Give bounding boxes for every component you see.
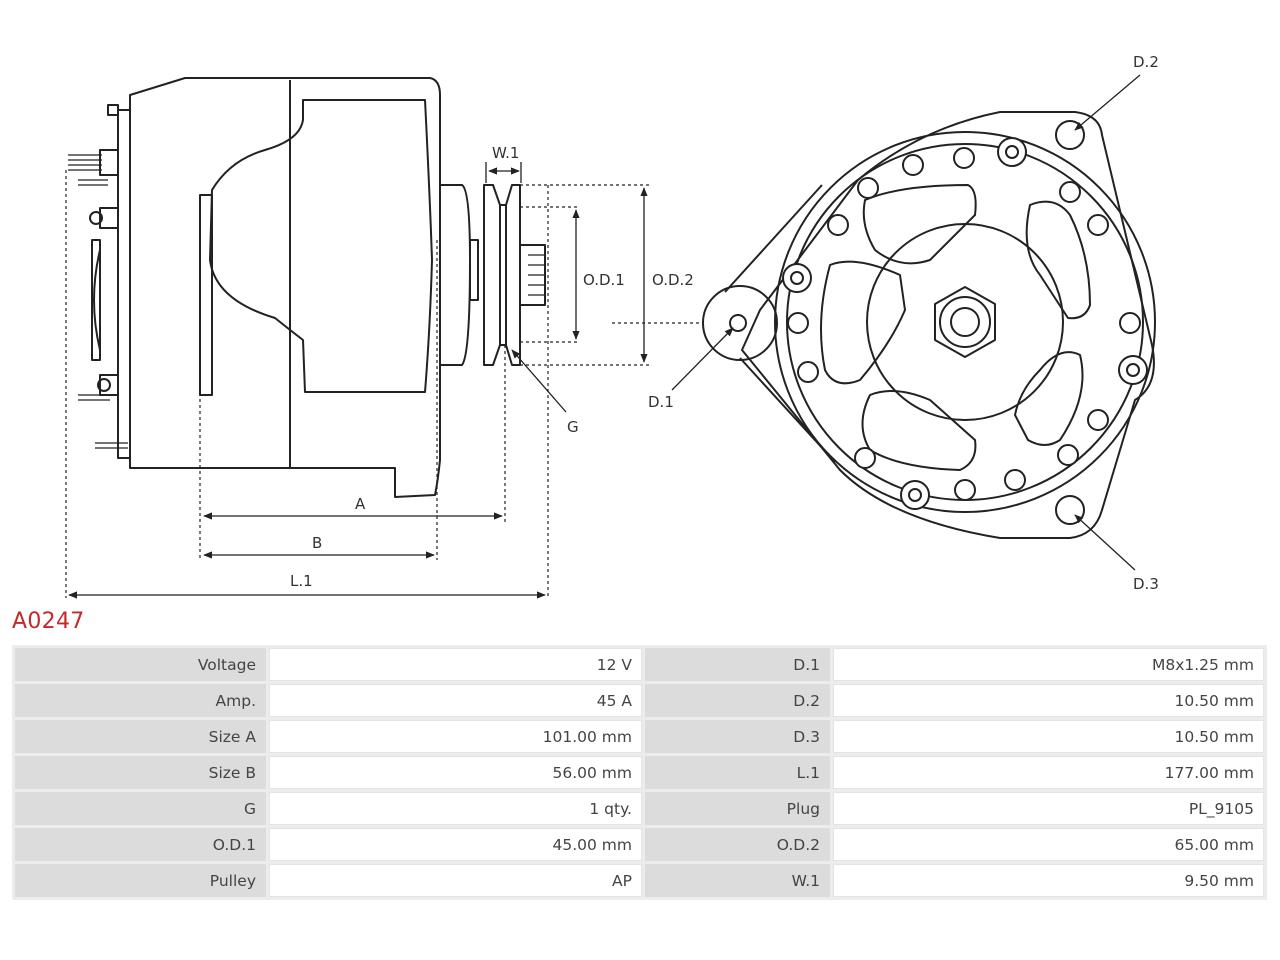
spec-value: 12 V <box>269 648 642 681</box>
front-view: D.1 D.2 D.3 <box>612 53 1159 593</box>
alternator-technical-drawing: W.1 O.D.1 O.D.2 G A B L.1 <box>65 53 1159 599</box>
spec-value: 10.50 mm <box>833 684 1264 717</box>
spec-key: D.1 <box>645 648 830 681</box>
label-w1: W.1 <box>492 144 519 162</box>
spec-key: D.2 <box>645 684 830 717</box>
label-b: B <box>312 534 322 552</box>
part-number: A0247 <box>12 609 85 634</box>
spec-value: 56.00 mm <box>269 756 642 789</box>
spec-value: 45.00 mm <box>269 828 642 861</box>
label-od2: O.D.2 <box>652 271 694 289</box>
spec-key: Voltage <box>15 648 266 681</box>
spec-key: L.1 <box>645 756 830 789</box>
spec-key: Amp. <box>15 684 266 717</box>
spec-key: O.D.1 <box>15 828 266 861</box>
spec-value: 10.50 mm <box>833 720 1264 753</box>
spec-key: O.D.2 <box>645 828 830 861</box>
spec-value: 65.00 mm <box>833 828 1264 861</box>
spec-value: 101.00 mm <box>269 720 642 753</box>
label-a: A <box>355 495 366 513</box>
spec-value: 45 A <box>269 684 642 717</box>
spec-value: 1 qty. <box>269 792 642 825</box>
label-d3: D.3 <box>1133 575 1159 593</box>
spec-value: 9.50 mm <box>833 864 1264 897</box>
spec-value: PL_9105 <box>833 792 1264 825</box>
spec-key: Size A <box>15 720 266 753</box>
front-flange <box>741 111 1155 539</box>
label-od1: O.D.1 <box>583 271 625 289</box>
spec-value: 177.00 mm <box>833 756 1264 789</box>
spec-value: AP <box>269 864 642 897</box>
pulley <box>483 184 501 366</box>
spec-key: G <box>15 792 266 825</box>
spec-key: Pulley <box>15 864 266 897</box>
spec-key: Size B <box>15 756 266 789</box>
spec-key: Plug <box>645 792 830 825</box>
side-view: W.1 O.D.1 O.D.2 G A B L.1 <box>65 77 694 599</box>
label-d2: D.2 <box>1133 53 1159 71</box>
spec-key: D.3 <box>645 720 830 753</box>
label-g: G <box>567 418 579 436</box>
spec-key: W.1 <box>645 864 830 897</box>
spec-value: M8x1.25 mm <box>833 648 1264 681</box>
label-l1: L.1 <box>290 572 313 590</box>
label-d1: D.1 <box>648 393 674 411</box>
housing-outline <box>129 77 441 498</box>
